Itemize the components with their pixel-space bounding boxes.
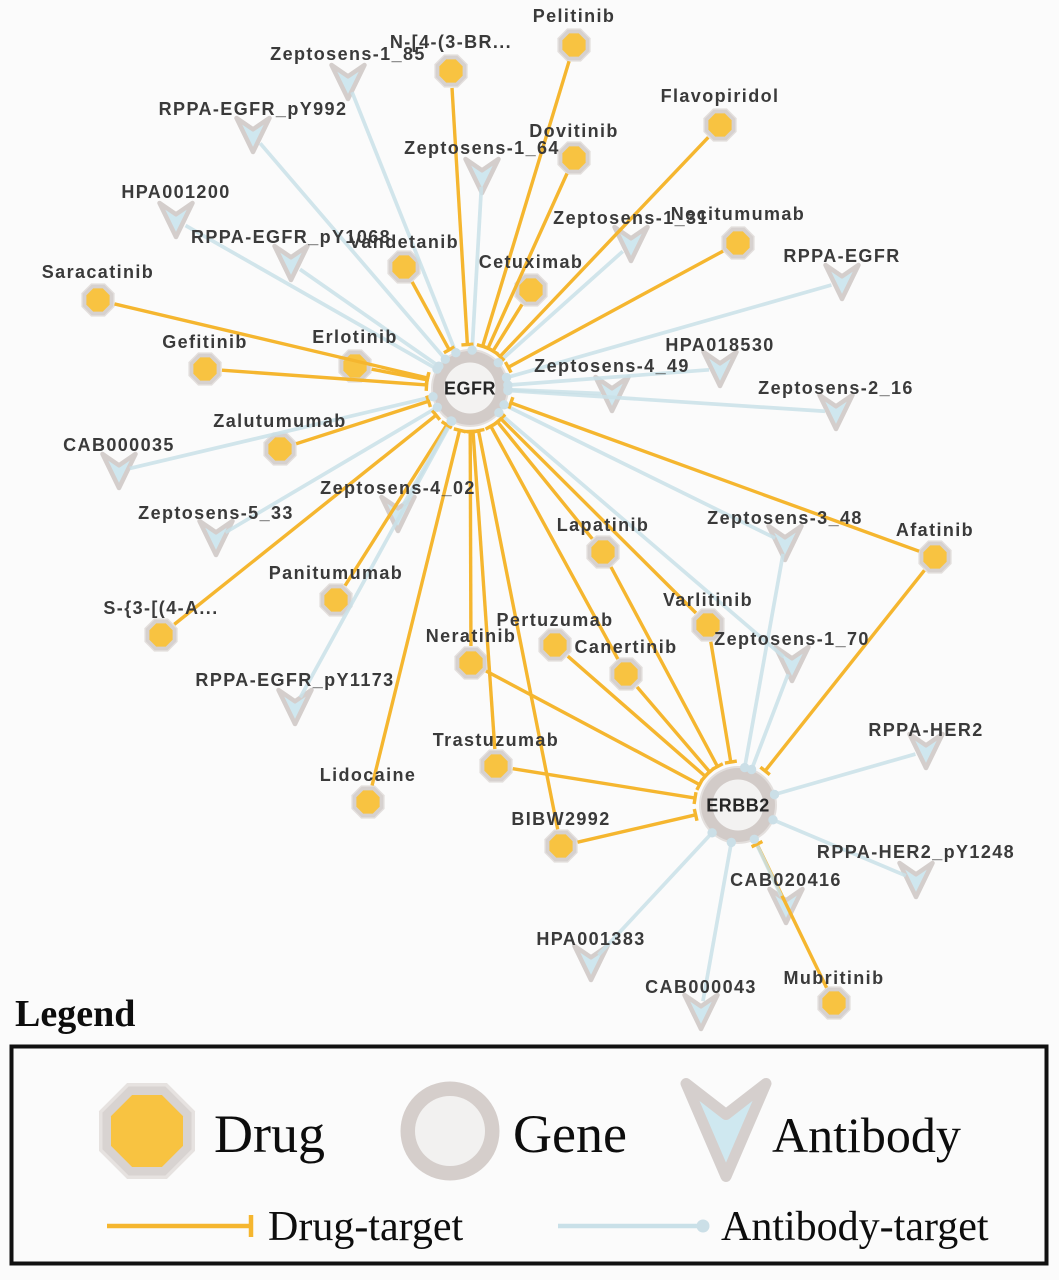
svg-text:HPA001383: HPA001383: [536, 929, 645, 949]
svg-text:Afatinib: Afatinib: [896, 520, 974, 540]
svg-text:Panitumumab: Panitumumab: [269, 563, 403, 583]
svg-text:HPA018530: HPA018530: [665, 335, 774, 355]
svg-text:Gefitinib: Gefitinib: [162, 332, 248, 352]
svg-text:Zeptosens-3_48: Zeptosens-3_48: [707, 508, 863, 528]
svg-text:CAB000035: CAB000035: [63, 435, 175, 455]
svg-text:CAB020416: CAB020416: [730, 870, 842, 890]
svg-text:Antibody: Antibody: [772, 1107, 961, 1163]
svg-text:RPPA-HER2: RPPA-HER2: [868, 720, 983, 740]
svg-text:EGFR: EGFR: [444, 379, 496, 399]
svg-text:Zeptosens-2_16: Zeptosens-2_16: [758, 378, 914, 398]
svg-text:CAB000043: CAB000043: [645, 977, 757, 997]
svg-text:S-{3-[(4-A...: S-{3-[(4-A...: [103, 598, 218, 618]
svg-text:Zeptosens-1_85: Zeptosens-1_85: [270, 44, 426, 64]
svg-text:Zeptosens-4_02: Zeptosens-4_02: [320, 478, 476, 498]
svg-text:Pelitinib: Pelitinib: [533, 6, 616, 26]
svg-text:Zeptosens-4_49: Zeptosens-4_49: [534, 356, 690, 376]
svg-text:Drug: Drug: [214, 1104, 325, 1164]
svg-text:Cetuximab: Cetuximab: [479, 252, 584, 272]
svg-text:Varlitinib: Varlitinib: [663, 590, 753, 610]
svg-text:Flavopiridol: Flavopiridol: [661, 86, 780, 106]
svg-text:Zeptosens-1_64: Zeptosens-1_64: [404, 138, 560, 158]
svg-text:HPA001200: HPA001200: [121, 182, 230, 202]
svg-text:Lapatinib: Lapatinib: [557, 515, 650, 535]
svg-text:Legend: Legend: [15, 993, 135, 1035]
svg-text:BIBW2992: BIBW2992: [511, 809, 610, 829]
svg-text:Zeptosens-1_70: Zeptosens-1_70: [714, 629, 870, 649]
svg-text:Drug-target: Drug-target: [268, 1204, 463, 1250]
svg-text:ERBB2: ERBB2: [706, 796, 770, 816]
svg-text:RPPA-HER2_pY1248: RPPA-HER2_pY1248: [817, 842, 1015, 862]
svg-text:RPPA-EGFR: RPPA-EGFR: [783, 246, 900, 266]
svg-text:Zeptosens-1_31: Zeptosens-1_31: [553, 208, 709, 228]
svg-text:Necitumumab: Necitumumab: [671, 204, 805, 224]
svg-text:Lidocaine: Lidocaine: [320, 765, 417, 785]
svg-text:Zeptosens-5_33: Zeptosens-5_33: [138, 503, 294, 523]
svg-text:Dovitinib: Dovitinib: [529, 121, 619, 141]
svg-text:Erlotinib: Erlotinib: [312, 327, 398, 347]
svg-text:Vandetanib: Vandetanib: [349, 232, 459, 252]
svg-text:Trastuzumab: Trastuzumab: [433, 730, 559, 750]
svg-text:RPPA-EGFR_pY1173: RPPA-EGFR_pY1173: [195, 670, 394, 690]
svg-text:Gene: Gene: [513, 1104, 627, 1164]
svg-text:Neratinib: Neratinib: [426, 626, 517, 646]
svg-text:Antibody-target: Antibody-target: [721, 1204, 989, 1250]
svg-text:Mubritinib: Mubritinib: [784, 968, 885, 988]
svg-text:RPPA-EGFR_pY992: RPPA-EGFR_pY992: [159, 99, 348, 119]
svg-text:Saracatinib: Saracatinib: [42, 262, 154, 282]
svg-text:Canertinib: Canertinib: [574, 637, 677, 657]
svg-text:N-[4-(3-BR...: N-[4-(3-BR...: [390, 32, 512, 52]
svg-text:RPPA-EGFR_pY1068: RPPA-EGFR_pY1068: [191, 227, 391, 247]
svg-text:Pertuzumab: Pertuzumab: [496, 610, 613, 630]
svg-text:Zalutumumab: Zalutumumab: [213, 411, 346, 431]
